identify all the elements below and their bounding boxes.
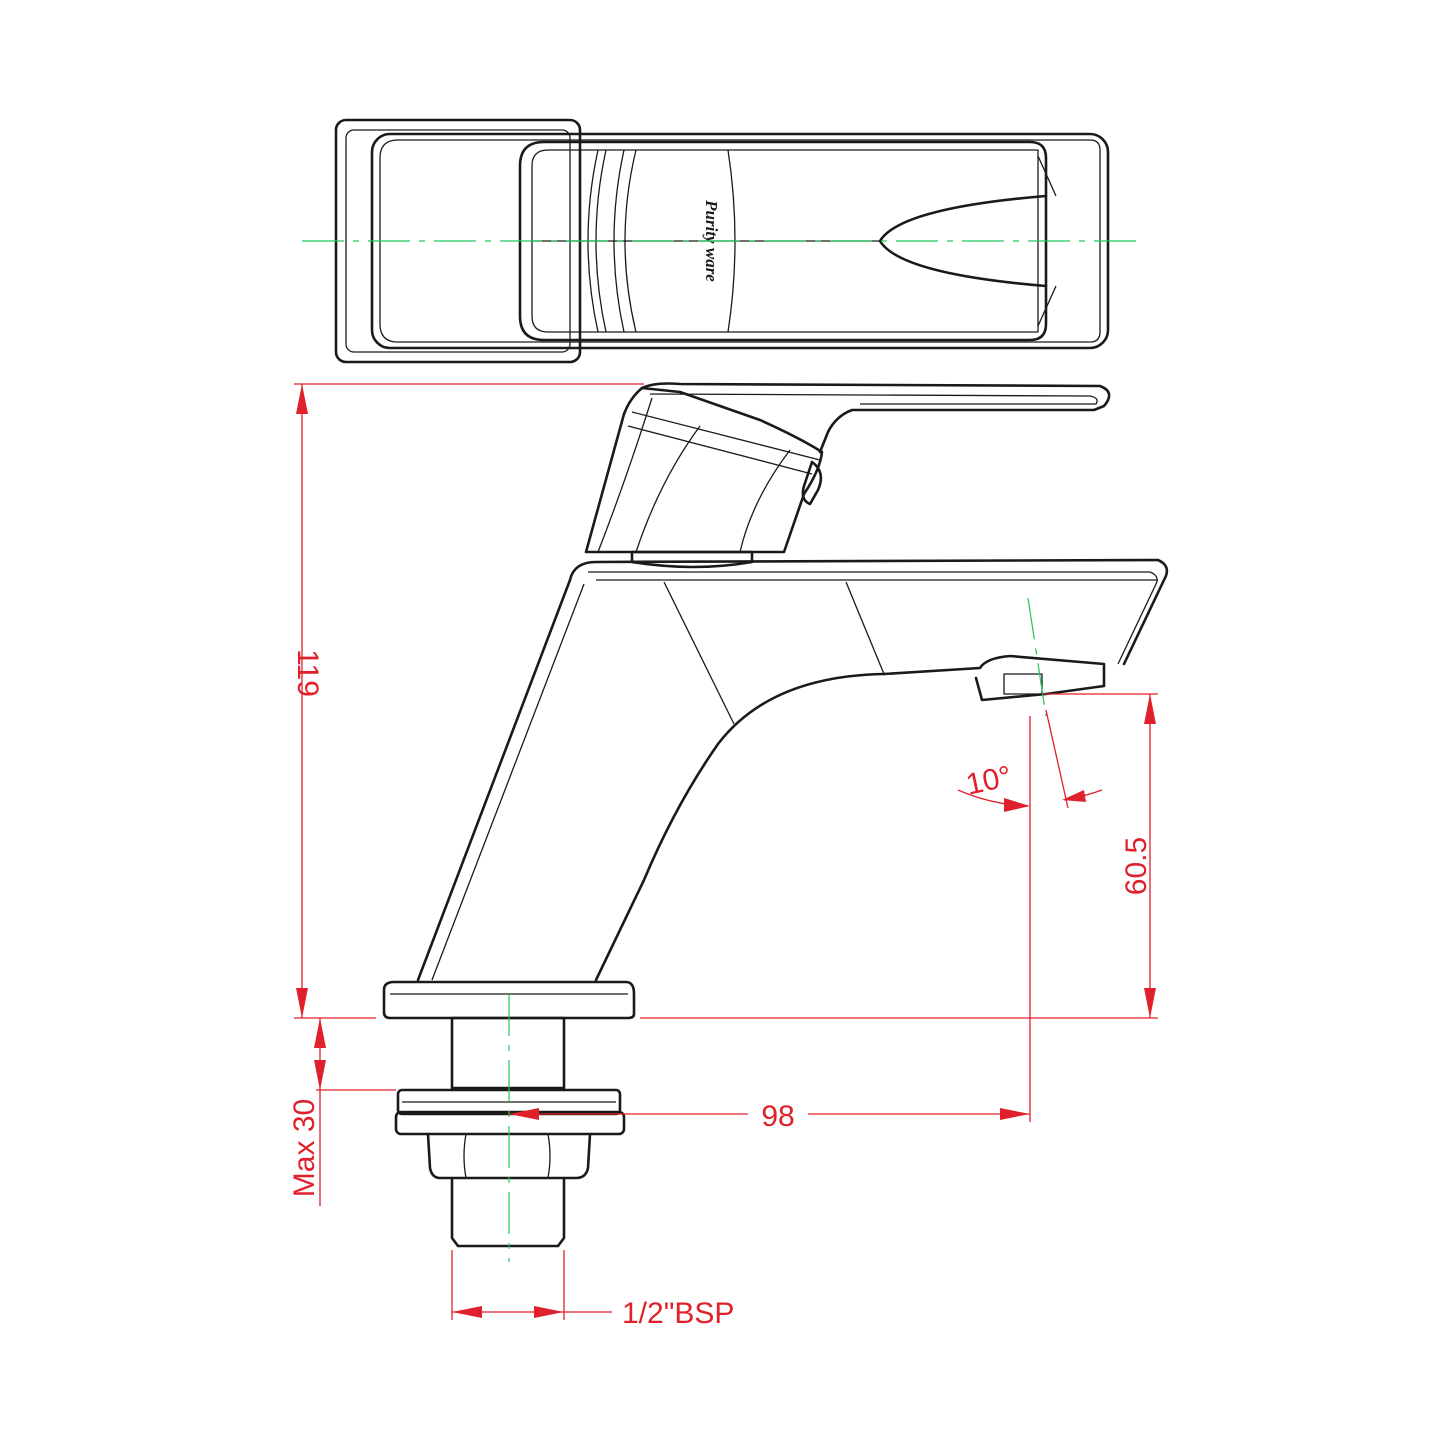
threaded-tail (450, 1176, 566, 1248)
spout-outlet (882, 654, 1106, 702)
reach-arrow-right (1000, 1108, 1030, 1120)
spout-body-rear (594, 672, 886, 982)
back-nut-flat-1 (463, 1133, 467, 1179)
thread-arrow-right (534, 1306, 564, 1318)
angle-arrow-right (1062, 790, 1086, 802)
dimensions: 119 60.5 98 10° Max 30 1 (288, 383, 1158, 1330)
max-thickness-arrow-bottom (314, 1060, 326, 1090)
top-view-tip-line-lower (1037, 285, 1057, 327)
spout-top-plate (568, 558, 1169, 666)
spout-body-front-inner (431, 583, 585, 981)
thread-arrow-left (452, 1306, 482, 1318)
spout-reach-label: 98 (761, 1100, 794, 1133)
lever-body-line-5 (739, 449, 791, 553)
spout-body-front (416, 578, 572, 982)
back-nut-flange (394, 1110, 626, 1136)
spout-body-facet-2 (845, 581, 885, 675)
thread-size-label: 1/2"BSP (622, 1297, 734, 1330)
max-thickness-arrow-top (314, 1018, 326, 1048)
reach-arrow-left (509, 1108, 539, 1120)
height-arrow-bottom (296, 988, 308, 1018)
aerator-detail (1003, 673, 1043, 695)
spout-outlet-centerline (1027, 597, 1047, 717)
top-view-handle-inner (531, 149, 1039, 333)
side-view (382, 382, 1169, 1262)
max-thickness-label: Max 30 (288, 1099, 321, 1197)
lever-pivot-cap (801, 460, 823, 506)
spout-body-facet-1 (663, 581, 735, 725)
top-view-tip-line-upper (1037, 155, 1057, 197)
angle-arrow-left (1004, 798, 1030, 812)
lever-handle-arm (640, 382, 1111, 454)
back-nut (426, 1132, 592, 1180)
back-nut-flat-2 (547, 1133, 551, 1179)
angle-leader (1045, 709, 1069, 809)
lever-body-line-4 (635, 425, 701, 553)
mounting-shank (450, 1016, 566, 1090)
lever-handle-arm-inner (649, 393, 1098, 405)
spout-height-label: 60.5 (1120, 837, 1153, 895)
base-flange (382, 980, 636, 1020)
top-view-body-inner (379, 139, 1101, 343)
lever-body-line-2 (627, 425, 813, 475)
lever-body (584, 386, 824, 554)
overall-height-label: 119 (291, 649, 324, 697)
lever-body-line-3 (597, 397, 653, 553)
spout-height-arrow-top (1144, 694, 1156, 724)
top-view: Purity ware (302, 118, 1143, 364)
top-view-handle-outline (518, 140, 1048, 342)
spout-height-arrow-bottom (1144, 988, 1156, 1018)
height-arrow-top (296, 384, 308, 414)
spout-top-plate-inner (588, 571, 1158, 665)
lever-collar (630, 550, 754, 569)
spout-angle-label: 10° (963, 760, 1014, 802)
